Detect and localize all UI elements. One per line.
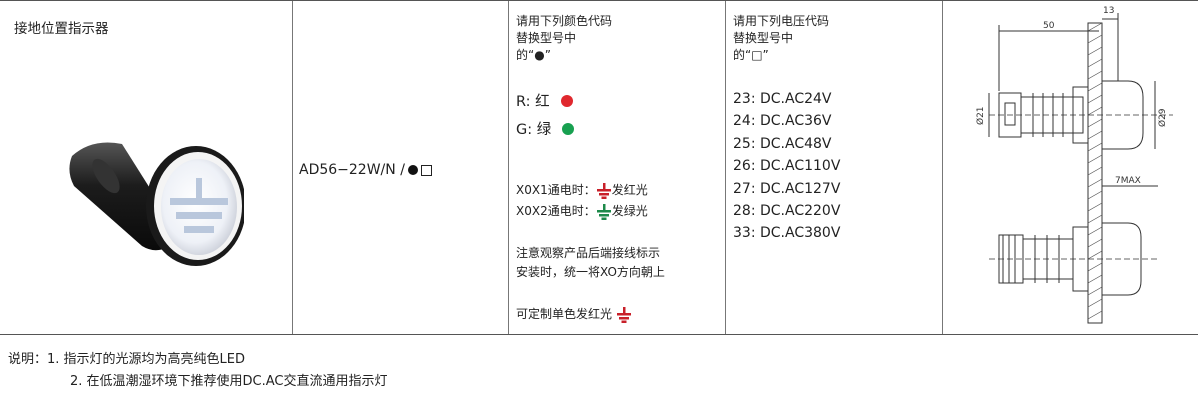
caution-text: 注意观察产品后端接线标示 安装时，统一将XO方向朝上 <box>516 246 665 279</box>
energize-red: X0X1通电时：发红光 <box>516 182 648 199</box>
voltage-item: 25: DC.AC48V <box>733 135 832 152</box>
color-intro: 请用下列颜色代码 替换型号中 的“●” <box>516 14 613 62</box>
ground-red-icon <box>617 306 632 323</box>
product-name: 接地位置指示器 <box>14 21 109 37</box>
note-2: 2. 在低温潮湿环境下推荐使用DC.AC交直流通用指示灯 <box>70 374 388 389</box>
name-cell: 接地位置指示器 <box>0 1 293 334</box>
ground-red-icon <box>596 182 611 199</box>
svg-text:13: 13 <box>1103 6 1114 16</box>
voltage-item: 28: DC.AC220V <box>733 203 841 220</box>
color-cell: 请用下列颜色代码 替换型号中 的“●” R: 红 G: 绿 X0X1通电时：发红… <box>509 1 726 334</box>
voltage-item: 27: DC.AC127V <box>733 180 841 197</box>
model-code: AD56−22W/N / <box>299 162 432 178</box>
voltage-cell: 请用下列电压代码 替换型号中 的“□” 23: DC.AC24V 24: DC.… <box>726 1 943 334</box>
voltage-item: 33: DC.AC380V <box>733 225 841 242</box>
energize-green: X0X2通电时：发绿光 <box>516 203 648 220</box>
red-dot-icon <box>560 94 573 107</box>
voltage-intro: 请用下列电压代码 替换型号中 的“□” <box>733 14 830 62</box>
custom-text: 可定制单色发红光 <box>516 306 632 323</box>
drawing-cell: 50 13 Ø21 Ø29 7MAX <box>943 1 1198 334</box>
dimension-drawing: 50 13 Ø21 Ø29 7MAX <box>975 6 1173 324</box>
svg-text:Ø21: Ø21 <box>975 106 986 125</box>
model-cell: AD56−22W/N / <box>293 1 509 334</box>
color-green: G: 绿 <box>516 118 575 139</box>
voltage-item: 26: DC.AC110V <box>733 158 841 175</box>
svg-text:50: 50 <box>1043 21 1055 31</box>
svg-text:Ø29: Ø29 <box>1157 108 1168 127</box>
voltage-list: 23: DC.AC24V 24: DC.AC36V 25: DC.AC48V 2… <box>733 88 840 245</box>
product-photo <box>69 142 244 266</box>
color-placeholder-icon <box>407 165 418 175</box>
svg-text:7MAX: 7MAX <box>1115 176 1141 186</box>
voltage-item: 23: DC.AC24V <box>733 91 832 107</box>
notes: 说明：1. 指示灯的光源均为高亮纯色LED 2. 在低温潮湿环境下推荐使用DC.… <box>8 349 388 393</box>
note-1: 说明：1. 指示灯的光源均为高亮纯色LED <box>8 352 246 367</box>
green-dot-icon <box>562 122 575 135</box>
voltage-item: 24: DC.AC36V <box>733 113 832 130</box>
ground-green-icon <box>596 203 611 220</box>
spec-table: 接地位置指示器 AD56−22W/N / <box>0 0 1198 335</box>
voltage-placeholder-icon <box>420 164 432 176</box>
color-red: R: 红 <box>516 90 573 111</box>
